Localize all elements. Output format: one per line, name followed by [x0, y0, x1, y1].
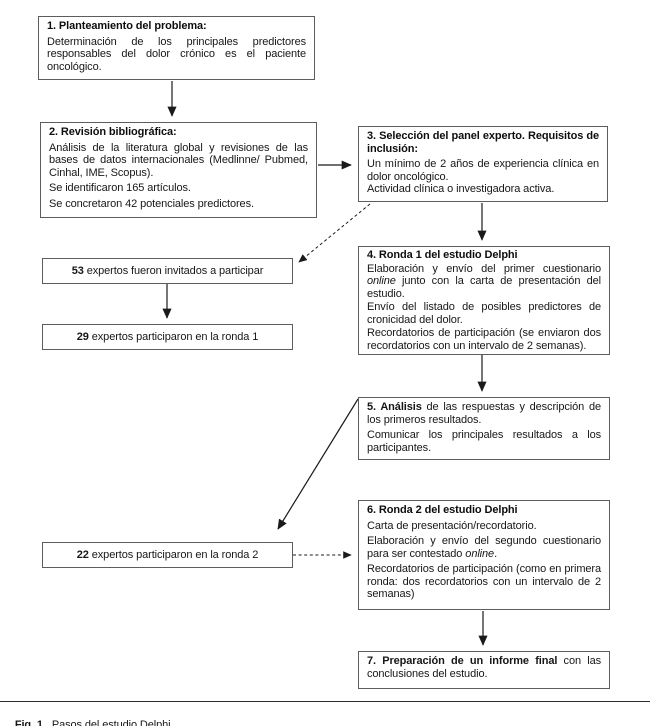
step-5-body-2: Comunicar los principales resultados a l…	[367, 429, 601, 454]
step-2-box: 2. Revisión bibliográfica: Análisis de l…	[40, 122, 317, 218]
step-4-title: 4. Ronda 1 del estudio Delphi	[367, 249, 518, 261]
step-2-body-2: Se identificaron 165 artículos.	[49, 182, 191, 194]
step-6-title: 6. Ronda 2 del estudio Delphi	[367, 504, 518, 516]
round1-participants-box: 29 expertos participaron en la ronda 1	[42, 324, 293, 350]
step-4-body-2: Envío del listado de posibles predictore…	[367, 301, 601, 326]
round1-participants-label: 29 expertos participaron en la ronda 1	[76, 330, 259, 343]
step-2-body-1: Análisis de la literatura global y revis…	[49, 141, 308, 179]
experts-invited-box: 53 expertos fueron invitados a participa…	[42, 258, 293, 284]
step-4-body-1: Elaboración y envío del primer cuestiona…	[367, 262, 601, 300]
round2-participants-box: 22 expertos participaron en la ronda 2	[42, 542, 293, 568]
step-6-body-1: Carta de presentación/recordatorio.	[367, 519, 537, 532]
step-2-body-3: Se concretaron 42 potenciales predictore…	[49, 197, 254, 210]
step-1-body: Determinación de los principales predict…	[47, 35, 306, 73]
experts-invited-label: 53 expertos fueron invitados a participa…	[71, 264, 264, 277]
step-6-box: 6. Ronda 2 del estudio Delphi Carta de p…	[358, 500, 610, 610]
arrow-step5-to-round2	[277, 398, 359, 530]
step-3-body-1: Un mínimo de 2 años de experiencia clíni…	[367, 158, 599, 183]
round2-participants-label: 22 expertos participaron en la ronda 2	[76, 548, 259, 561]
figure-caption: Fig. 1. Pasos del estudio Delphi.	[3, 707, 174, 726]
step-1-box: 1. Planteamiento del problema: Determina…	[38, 16, 315, 80]
step-1-title: 1. Planteamiento del problema:	[47, 20, 207, 32]
step-3-body-2: Actividad clínica o investigadora activa…	[367, 183, 555, 195]
figure-caption-text: Pasos del estudio Delphi.	[45, 719, 174, 726]
step-5-body-1: 5. Análisis de las respuestas y descripc…	[367, 401, 601, 426]
step-3-title: 3. Selección del panel experto. Requisit…	[367, 130, 599, 155]
step-5-box: 5. Análisis de las respuestas y descripc…	[358, 397, 610, 460]
step-4-body-3: Recordatorios de participación (se envia…	[367, 327, 601, 352]
arrow-step3-to-invited-dashed	[298, 203, 371, 263]
caption-divider	[0, 701, 650, 702]
step-4-box: 4. Ronda 1 del estudio Delphi Elaboració…	[358, 246, 610, 355]
figure-caption-label: Fig. 1.	[14, 719, 46, 726]
step-7-body: 7. Preparación de un informe final con l…	[367, 655, 601, 680]
step-6-body-3: Recordatorios de participación (como en …	[367, 563, 601, 600]
step-3-box: 3. Selección del panel experto. Requisit…	[358, 126, 608, 202]
step-7-box: 7. Preparación de un informe final con l…	[358, 651, 610, 689]
step-6-body-2: Elaboración y envío del segundo cuestion…	[367, 535, 601, 560]
step-2-title: 2. Revisión bibliográfica:	[49, 126, 177, 138]
